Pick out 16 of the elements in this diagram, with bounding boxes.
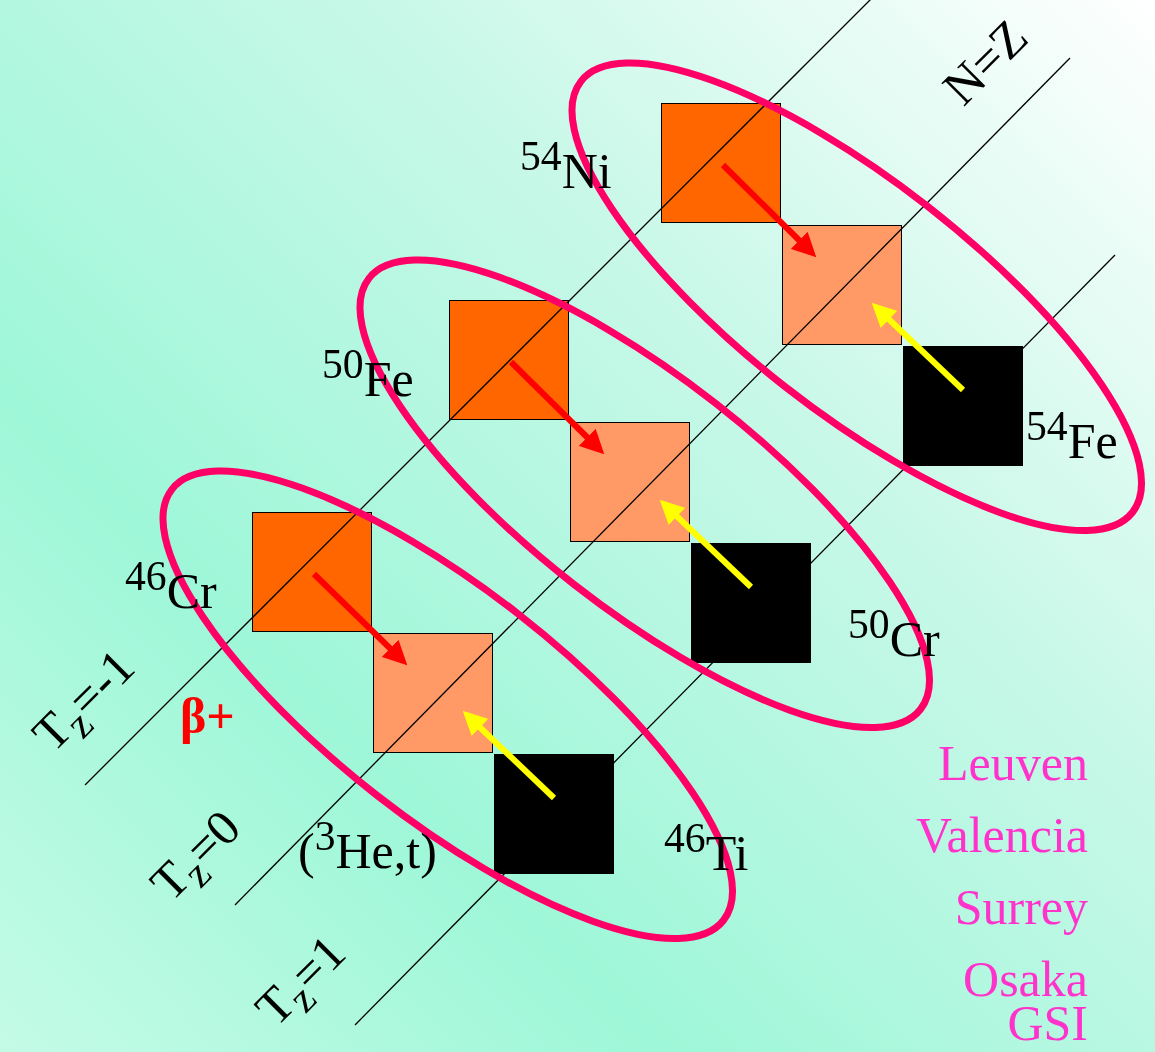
nuclide-square — [782, 225, 902, 345]
nuclide-square — [373, 633, 493, 753]
institution-name: Valencia — [915, 807, 1088, 863]
institution-name: Leuven — [938, 735, 1088, 791]
arrow — [311, 571, 408, 666]
institution-name: Surrey — [954, 879, 1088, 935]
reaction-label: ($^{3}$He,t) — [298, 812, 437, 879]
arrow — [720, 162, 817, 258]
arrow — [871, 302, 966, 393]
nuclide-label: $^{54}$Fe — [1026, 402, 1118, 469]
nuclide-square — [570, 422, 690, 542]
decay-label: β+ — [180, 688, 235, 744]
arrow — [462, 710, 557, 801]
arrow — [659, 499, 754, 590]
institution-name: Osaka — [963, 951, 1088, 1007]
arrow — [508, 359, 605, 455]
